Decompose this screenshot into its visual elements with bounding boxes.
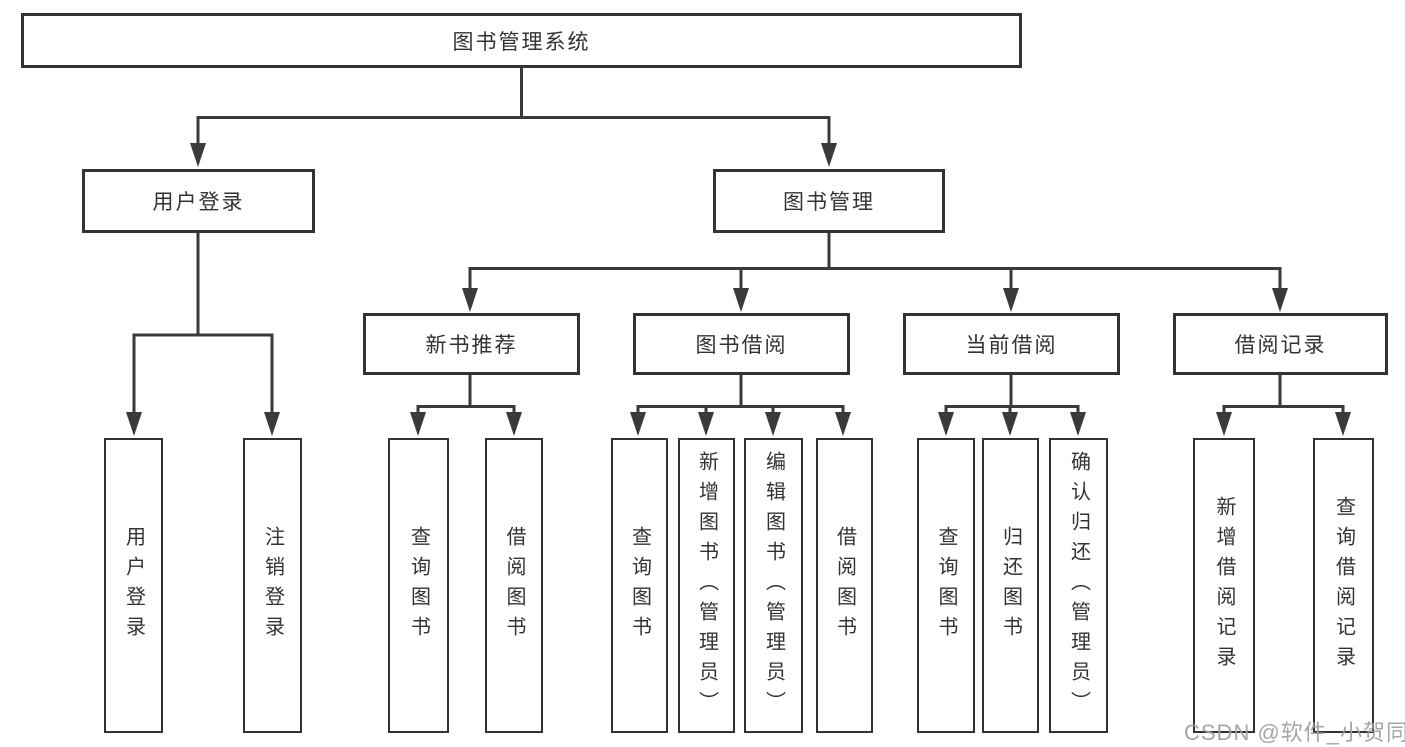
csdn-watermark: CSDN @软件_小贺同学 (1184, 720, 1405, 745)
leaf-return-books-label: 归还图书 (999, 525, 1022, 646)
arrowhead (410, 412, 426, 436)
leaf-add-books-admin-label: 新增图书（管理员） (695, 450, 718, 721)
leaf-borrow-books-2: 借阅图书 (816, 438, 873, 733)
arrowhead (835, 412, 851, 436)
leaf-user-login: 用户登录 (104, 438, 163, 733)
leaf-query-books-2-label: 查询图书 (628, 525, 651, 646)
leaf-edit-books-admin-label: 编辑图书（管理员） (762, 450, 785, 721)
connector-bookborrow-rail (636, 375, 845, 414)
node-borrow-records-label: 借阅记录 (1234, 334, 1327, 357)
leaf-logout: 注销登录 (243, 438, 302, 733)
leaf-logout-label: 注销登录 (261, 525, 284, 646)
arrowheads (126, 143, 1351, 436)
node-book-borrow-label: 图书借阅 (695, 334, 788, 357)
node-new-book-recommend-label: 新书推荐 (425, 334, 518, 357)
arrowhead (1003, 288, 1019, 312)
leaf-borrow-books-2-label: 借阅图书 (833, 525, 856, 646)
arrowhead (126, 412, 142, 436)
arrowhead (698, 412, 714, 436)
leaf-query-borrow-record: 查询借阅记录 (1313, 438, 1374, 733)
connector-newbooks-rail (416, 375, 516, 414)
leaf-query-books-1-label: 查询图书 (407, 525, 430, 646)
leaf-edit-books-admin: 编辑图书（管理员） (744, 438, 803, 733)
node-current-borrow: 当前借阅 (903, 313, 1120, 375)
node-book-borrow: 图书借阅 (633, 313, 850, 375)
leaf-user-login-label: 用户登录 (122, 525, 145, 646)
leaf-query-books-3-label: 查询图书 (935, 525, 957, 646)
node-user-login: 用户登录 (82, 169, 315, 233)
leaf-add-borrow-record: 新增借阅记录 (1193, 438, 1255, 733)
leaf-query-books-1: 查询图书 (388, 438, 449, 733)
leaf-query-books-3: 查询图书 (917, 438, 975, 733)
leaf-query-borrow-record-label: 查询借阅记录 (1332, 495, 1355, 676)
connector-level2-rail (196, 116, 831, 144)
arrowhead (630, 412, 646, 436)
arrowhead (1002, 412, 1018, 436)
arrowhead (1335, 412, 1351, 436)
arrowhead (1272, 288, 1288, 312)
node-borrow-records: 借阅记录 (1173, 313, 1388, 375)
connector-records-rail (1222, 375, 1345, 414)
node-root-label: 图书管理系统 (452, 30, 591, 54)
leaf-add-borrow-record-label: 新增借阅记录 (1213, 495, 1235, 676)
leaf-return-books: 归还图书 (982, 438, 1039, 733)
node-new-book-recommend: 新书推荐 (363, 313, 580, 375)
leaf-add-books-admin: 新增图书（管理员） (678, 438, 735, 733)
leaf-borrow-books-1-label: 借阅图书 (503, 525, 525, 646)
node-book-management: 图书管理 (713, 169, 945, 233)
arrowhead (462, 288, 478, 312)
arrowhead (1070, 412, 1086, 436)
leaf-confirm-return-admin: 确认归还（管理员） (1049, 438, 1108, 733)
arrowhead (506, 412, 522, 436)
node-user-login-label: 用户登录 (152, 191, 245, 214)
arrowhead (190, 143, 206, 167)
arrowhead (733, 288, 749, 312)
node-book-management-label: 图书管理 (783, 191, 875, 214)
arrowhead (821, 143, 837, 167)
leaf-query-books-2: 查询图书 (611, 438, 668, 733)
arrowhead (938, 412, 954, 436)
connector-level3-rail (468, 267, 1282, 290)
arrowhead (1216, 412, 1232, 436)
connector-currentborrow-rail (944, 375, 1080, 414)
arrowhead (264, 412, 280, 436)
node-current-borrow-label: 当前借阅 (965, 334, 1058, 357)
leaf-borrow-books-1: 借阅图书 (485, 438, 543, 733)
leaf-confirm-return-admin-label: 确认归还（管理员） (1067, 450, 1090, 721)
connector-userlogin-rail (132, 333, 274, 414)
connector-level3-mid-stems (739, 270, 1013, 290)
node-root: 图书管理系统 (21, 13, 1022, 68)
arrowhead (765, 412, 781, 436)
